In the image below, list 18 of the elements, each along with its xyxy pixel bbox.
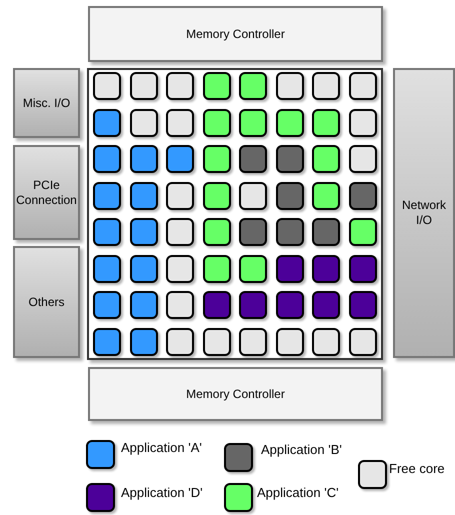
- io-block: [13, 246, 80, 358]
- block-label: Memory Controller: [185, 386, 286, 402]
- memory-controller-box: [88, 6, 383, 62]
- memory-controller-box: [88, 367, 383, 421]
- io-block: [13, 68, 80, 138]
- block-label: Network I/O: [400, 198, 447, 228]
- legend-label: Application 'B': [261, 442, 342, 458]
- block-label: Misc. I/O: [22, 96, 72, 110]
- legend-label: Application 'D': [121, 485, 203, 501]
- core-grid-panel: [87, 68, 383, 360]
- block-label: Others: [27, 294, 66, 310]
- io-block: [393, 68, 455, 358]
- block-label: Memory Controller: [185, 26, 286, 42]
- legend-label: Free core: [389, 461, 445, 477]
- block-label: PCIe Connection: [15, 178, 78, 208]
- io-block: [13, 145, 80, 240]
- legend-label: Application 'C': [257, 485, 339, 501]
- legend-label: Application 'A': [121, 440, 202, 456]
